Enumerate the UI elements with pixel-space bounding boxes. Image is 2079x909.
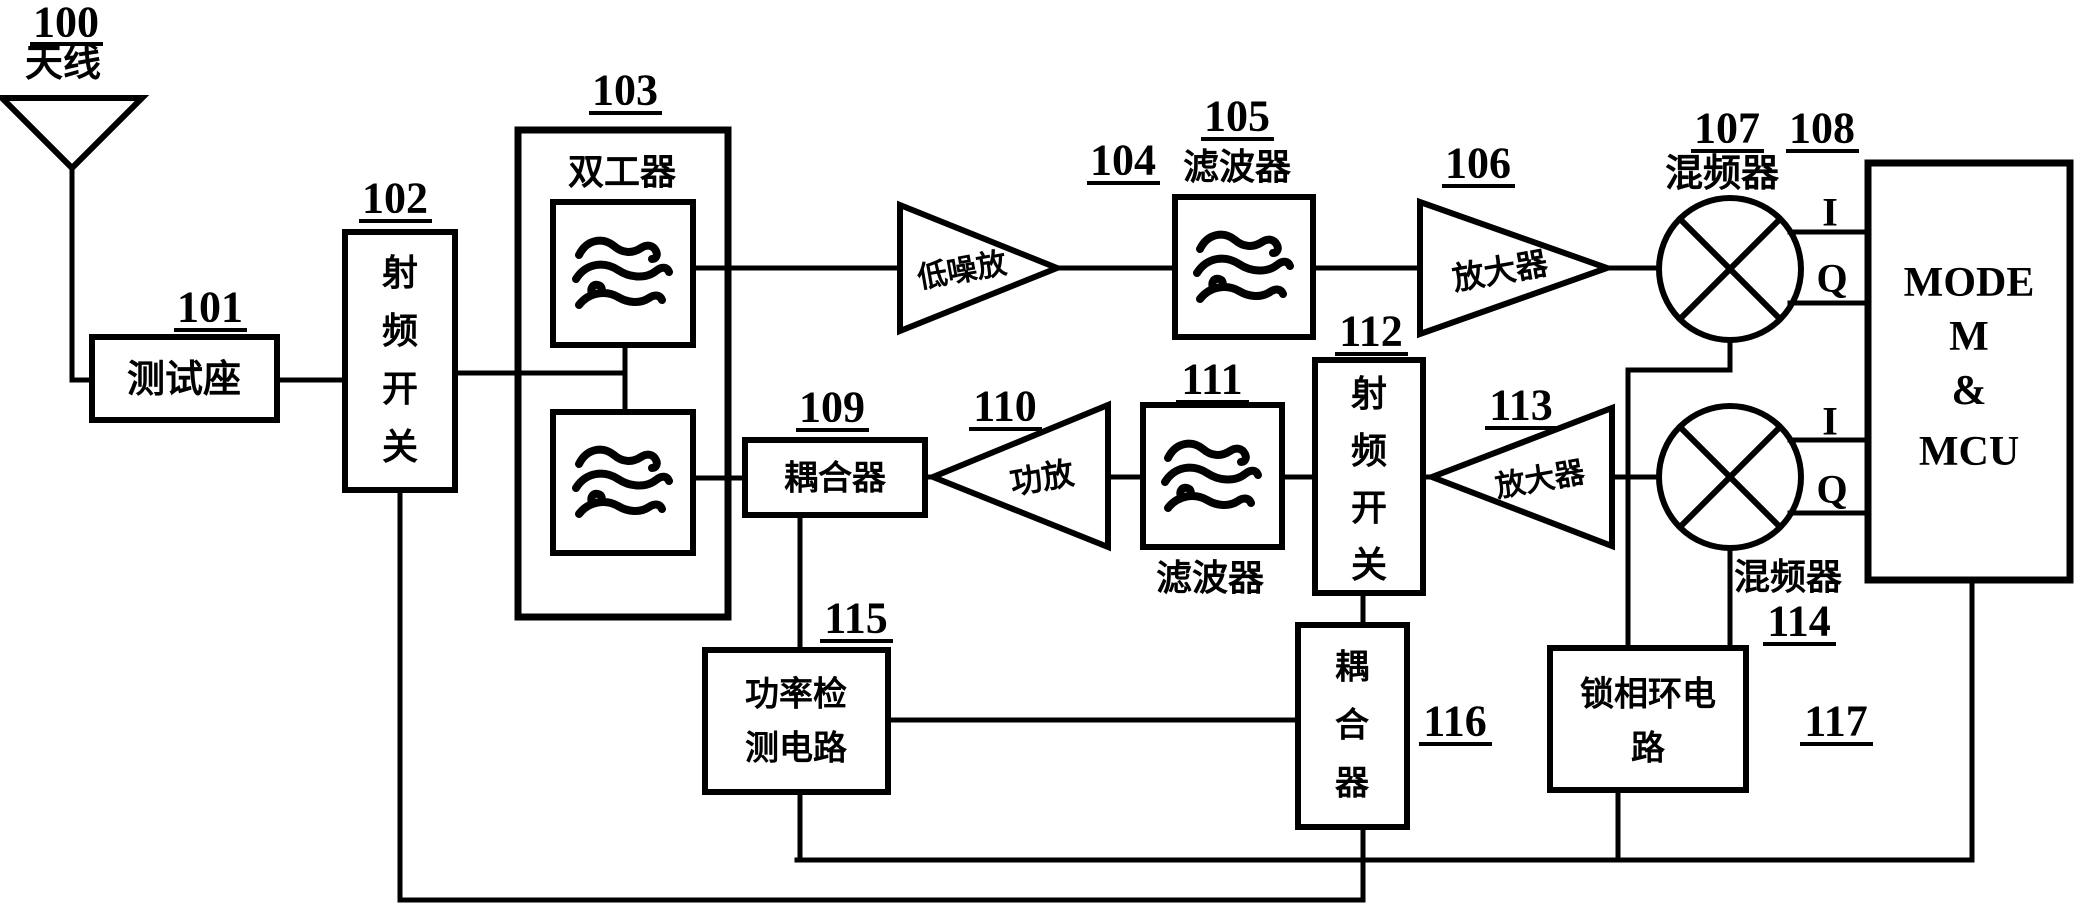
rf-switch1-box xyxy=(342,229,458,493)
pll-line2: 路 xyxy=(1631,730,1666,768)
filter-rx-box xyxy=(1172,194,1316,340)
pll-ref-label: 117 xyxy=(1804,697,1868,746)
modem-text-line4: MCU xyxy=(1919,429,2019,475)
duplexer-tx-filter-box xyxy=(550,409,696,556)
modem-box xyxy=(1864,159,2074,584)
block-test-socket: 101 测试座 xyxy=(89,283,280,423)
mixer-rx-name-label: 混频器 xyxy=(1665,153,1780,195)
modem-text-line1: MODE xyxy=(1904,260,2035,306)
block-power-detect: 115 功率检 测电路 xyxy=(702,594,893,795)
lna-ref-label: 104 xyxy=(1090,136,1156,185)
block-amplifier-rx: 106 放大器 xyxy=(1417,139,1617,339)
modem-ref-label: 108 xyxy=(1789,104,1855,153)
rf-switch2-box xyxy=(1312,357,1426,596)
filter-wave-icon xyxy=(1197,235,1290,299)
rf-switch2-char3: 开 xyxy=(1351,488,1387,528)
filter-rx-ref-label: 105 xyxy=(1204,92,1270,141)
rf-switch2-char1: 射 xyxy=(1351,374,1387,414)
mixer-rx-ref-label: 107 xyxy=(1694,104,1760,153)
block-pll: 锁相环电 路 117 xyxy=(1547,645,1873,793)
mixer-tx-cross xyxy=(1677,424,1783,530)
mixer-tx-name-label: 混频器 xyxy=(1734,557,1843,597)
mixer-tx-icon xyxy=(1656,403,1804,551)
duplexer-name-label: 双工器 xyxy=(568,152,677,192)
rf-switch1-char2: 频 xyxy=(382,311,418,351)
antenna-icon xyxy=(0,95,150,173)
filter-tx-ref-label: 111 xyxy=(1181,355,1242,404)
block-pa: 110 功放 xyxy=(925,382,1111,552)
block-mixer-tx: I Q 混频器 114 xyxy=(1656,399,1848,646)
duplexer-ref-label: 103 xyxy=(592,66,658,115)
filter-wave-icon xyxy=(576,450,669,514)
block-coupler-2: 耦 合 器 116 xyxy=(1295,622,1492,830)
rf-switch2-char2: 频 xyxy=(1351,431,1387,471)
mixer-tx-port-i-label: I xyxy=(1822,399,1838,444)
power-detect-line1: 功率检 xyxy=(745,675,847,714)
test-socket-ref-label: 101 xyxy=(177,283,243,332)
amp-rx-amplifier-icon xyxy=(1417,197,1617,339)
filter-rx-name-label: 滤波器 xyxy=(1183,147,1292,187)
block-mixer-rx: 107 混频器 I Q xyxy=(1656,104,1848,343)
filter-tx-name-label: 滤波器 xyxy=(1156,558,1265,598)
pa-ref-label: 110 xyxy=(973,382,1037,431)
coupler1-name-label: 耦合器 xyxy=(784,460,887,498)
block-duplexer: 103 双工器 xyxy=(514,66,732,621)
coupler2-char1: 耦 xyxy=(1335,649,1369,687)
duplexer-rx-filter-box xyxy=(550,199,696,348)
pll-line1: 锁相环电 xyxy=(1580,676,1716,714)
block-filter-tx: 111 滤波器 xyxy=(1140,355,1285,598)
rf-switch1-char1: 射 xyxy=(382,253,418,293)
test-socket-box xyxy=(89,334,280,423)
coupler1-box xyxy=(742,437,928,518)
modem-text-line2: M xyxy=(1949,314,1989,360)
mixer-rx-port-q-label: Q xyxy=(1816,256,1847,301)
rf-switch1-ref-label: 102 xyxy=(362,174,428,223)
coupler1-ref-label: 109 xyxy=(799,383,865,432)
lna-name-label: 低噪放 xyxy=(914,247,1010,295)
rf-switch1-char3: 开 xyxy=(382,369,418,409)
block-rf-switch-1: 102 射 频 开 关 xyxy=(342,174,458,493)
power-detect-line2: 测电路 xyxy=(745,730,848,768)
coupler2-box xyxy=(1295,622,1410,830)
rf-switch2-char4: 关 xyxy=(1351,545,1387,585)
amp-rx-ref-label: 106 xyxy=(1445,139,1511,188)
filter-wave-icon xyxy=(576,241,669,305)
block-rf-switch-2: 112 射 频 开 关 xyxy=(1312,307,1426,596)
mixer-tx-ref-label: 114 xyxy=(1767,597,1831,646)
block-coupler-1: 109 耦合器 xyxy=(742,383,928,518)
test-socket-name-label: 测试座 xyxy=(127,359,241,401)
wire-mixer-rx-lo xyxy=(1625,337,1733,651)
modem-text-line3: & xyxy=(1952,368,1987,414)
lna-amplifier-icon xyxy=(897,200,1066,336)
block-modem: 108 MODE M & MCU xyxy=(1786,104,2074,584)
mixer-rx-port-i-label: I xyxy=(1822,190,1838,235)
duplexer-box xyxy=(514,126,732,621)
coupler2-char3: 器 xyxy=(1335,766,1370,803)
amp-rx-name-label: 放大器 xyxy=(1450,245,1552,297)
pa-name-label: 功放 xyxy=(1007,455,1077,502)
antenna-name-label: 天线 xyxy=(25,43,101,85)
pa-amplifier-icon xyxy=(925,400,1111,552)
block-antenna: 100 天线 xyxy=(0,0,150,173)
mixer-rx-icon xyxy=(1656,195,1804,343)
coupler2-ref-label: 116 xyxy=(1423,697,1487,746)
power-detect-box xyxy=(702,647,891,795)
rf-switch2-ref-label: 112 xyxy=(1339,307,1403,356)
mixer-tx-port-q-label: Q xyxy=(1816,467,1847,512)
rf-switch1-char4: 关 xyxy=(382,427,418,467)
filter-wave-icon xyxy=(1165,444,1258,508)
amp-tx-name-label: 放大器 xyxy=(1492,456,1588,504)
block-filter-rx: 105 滤波器 xyxy=(1172,92,1316,340)
filter-tx-box xyxy=(1140,402,1285,550)
amp-tx-amplifier-icon xyxy=(1423,403,1615,551)
block-lna: 104 低噪放 xyxy=(897,136,1160,336)
mixer-rx-cross xyxy=(1677,216,1783,322)
block-amplifier-tx: 113 放大器 xyxy=(1423,381,1615,551)
amp-tx-ref-label: 113 xyxy=(1489,381,1553,430)
coupler2-char2: 合 xyxy=(1335,707,1369,745)
power-detect-ref-label: 115 xyxy=(824,594,888,643)
antenna-ref-label: 100 xyxy=(33,0,99,47)
pll-box xyxy=(1547,645,1749,793)
